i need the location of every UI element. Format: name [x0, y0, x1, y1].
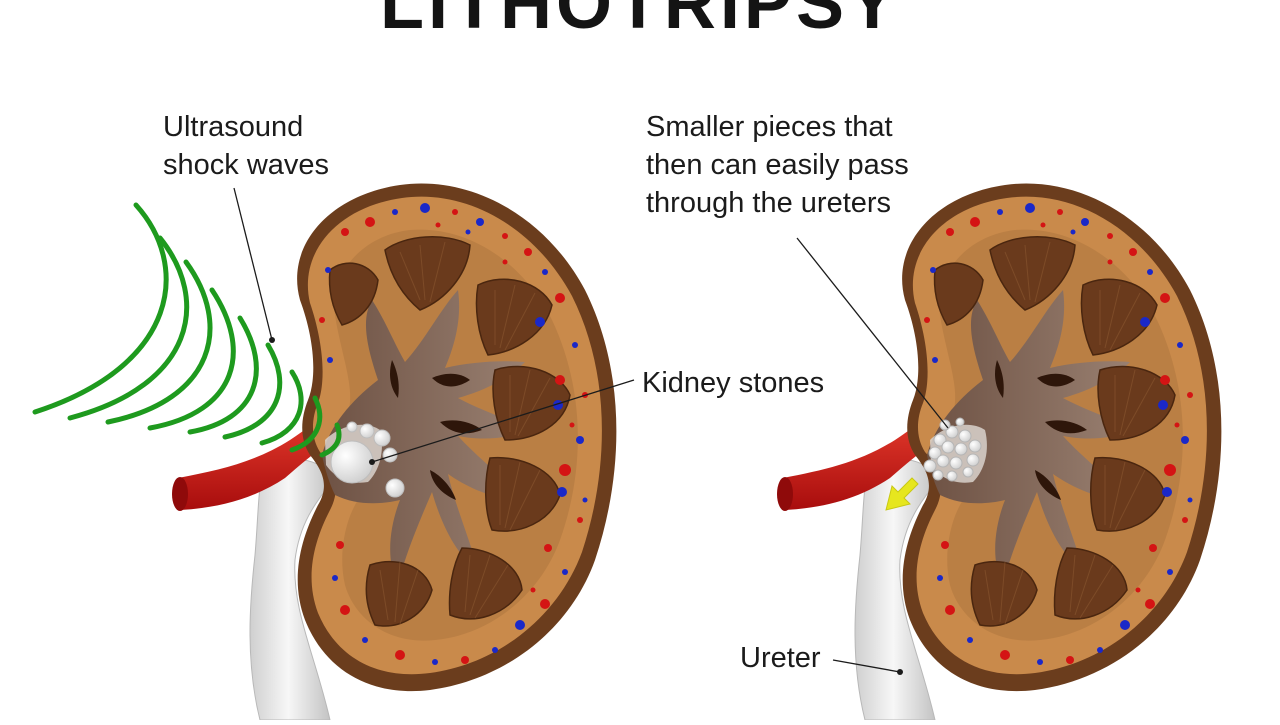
label-kidney-stones: Kidney stones: [642, 367, 825, 399]
leader-lines: [233, 187, 949, 673]
leader-ureter: [832, 659, 901, 673]
left-renal-artery: [178, 416, 330, 510]
leader-shock-waves: [233, 187, 273, 341]
stone-fragments: [923, 417, 982, 482]
shock-waves: [32, 202, 342, 458]
label-smaller-pieces: Smaller pieces that then can easily pass…: [646, 108, 909, 222]
label-smaller-pieces-line-1: Smaller pieces that: [646, 111, 893, 143]
label-ureter: Ureter: [740, 642, 821, 674]
right-artery-end: [777, 477, 793, 511]
leader-dots: [269, 337, 903, 675]
label-shock-waves-line-2: shock waves: [163, 149, 330, 181]
label-smaller-pieces-line-2: then can easily pass: [646, 149, 909, 181]
right-renal-artery: [783, 416, 935, 510]
label-shock-waves: Ultrasound shock waves: [163, 108, 329, 184]
page-title: LITHOTRIPSY: [379, 0, 900, 44]
flow-arrow: [885, 477, 919, 511]
kidney-stones: [330, 421, 405, 498]
left-artery-end: [172, 477, 188, 511]
right-kidney-group: [777, 182, 1223, 721]
leader-kidney-stones: [371, 379, 635, 463]
leader-smaller-pieces: [796, 237, 949, 429]
label-smaller-pieces-line-3: through the ureters: [646, 187, 892, 219]
label-shock-waves-line-1: Ultrasound: [163, 111, 304, 143]
left-kidney-group: [172, 182, 618, 721]
